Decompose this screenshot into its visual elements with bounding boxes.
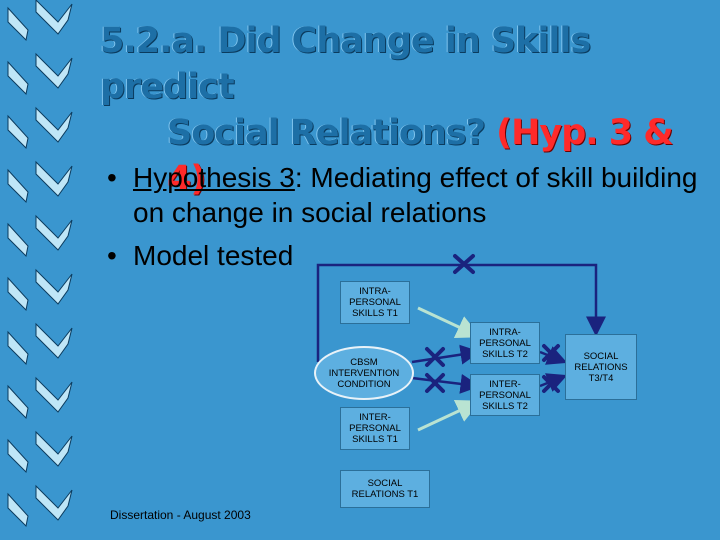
bullet-marker: • — [107, 162, 117, 193]
cross-marker-cbsm-inter-t2 — [425, 373, 445, 393]
arrow-inter-t2-to-social-t3t4 — [539, 373, 568, 392]
bullet-hypothesis-label: Hypothesis 3 — [133, 162, 295, 193]
decorative-arrow-strip — [7, 0, 73, 528]
bullet-model-tested: • Model tested — [107, 238, 707, 273]
cross-marker-intra-t2-social — [542, 344, 560, 362]
bullet-marker: • — [107, 240, 117, 271]
bullet-list: • Hypothesis 3: Mediating effect of skil… — [107, 160, 707, 281]
node-interpersonal-skills-t1: INTER- PERSONAL SKILLS T1 — [340, 407, 410, 450]
cross-marker-inter-t2-social — [542, 375, 560, 393]
footer-text: Dissertation - August 2003 — [110, 508, 251, 522]
slide-title: 5.2.a. Did Change in Skills predict Soci… — [100, 18, 710, 202]
bullet-model-text: Model tested — [133, 240, 294, 271]
title-line-2: Social Relations? — [167, 113, 486, 153]
cross-marker-cbsm-intra-t2 — [425, 347, 445, 367]
title-line-2-wrap: Social Relations? (Hyp. 3 & 4) — [100, 110, 710, 202]
node-intrapersonal-skills-t2: INTRA- PERSONAL SKILLS T2 — [470, 322, 540, 364]
arrow-inter-t1-to-inter-t2 — [417, 400, 481, 432]
arrow-cbsm-to-intra-t2 — [411, 344, 481, 365]
node-interpersonal-skills-t2: INTER- PERSONAL SKILLS T2 — [470, 374, 540, 416]
node-social-relations-t1: SOCIAL RELATIONS T1 — [340, 470, 430, 508]
node-social-relations-t3t4: SOCIAL RELATIONS T3/T4 — [565, 334, 637, 400]
title-line-1: 5.2.a. Did Change in Skills predict — [100, 21, 591, 107]
bullet-hypothesis-text: Mediating effect of skill building on ch… — [133, 162, 698, 228]
bullet-hypothesis-colon: : — [294, 162, 303, 193]
title-hypothesis-ref: (Hyp. 3 & 4) — [167, 113, 674, 199]
arrow-cbsm-to-inter-t2 — [411, 373, 481, 394]
arrow-intra-t1-to-intra-t2 — [417, 306, 481, 338]
node-intrapersonal-skills-t1: INTRA- PERSONAL SKILLS T1 — [340, 281, 410, 324]
node-cbsm-intervention: CBSM INTERVENTION CONDITION — [314, 346, 414, 400]
bullet-hypothesis-3: • Hypothesis 3: Mediating effect of skil… — [107, 160, 707, 230]
arrow-intra-t2-to-social-t3t4 — [539, 346, 568, 365]
